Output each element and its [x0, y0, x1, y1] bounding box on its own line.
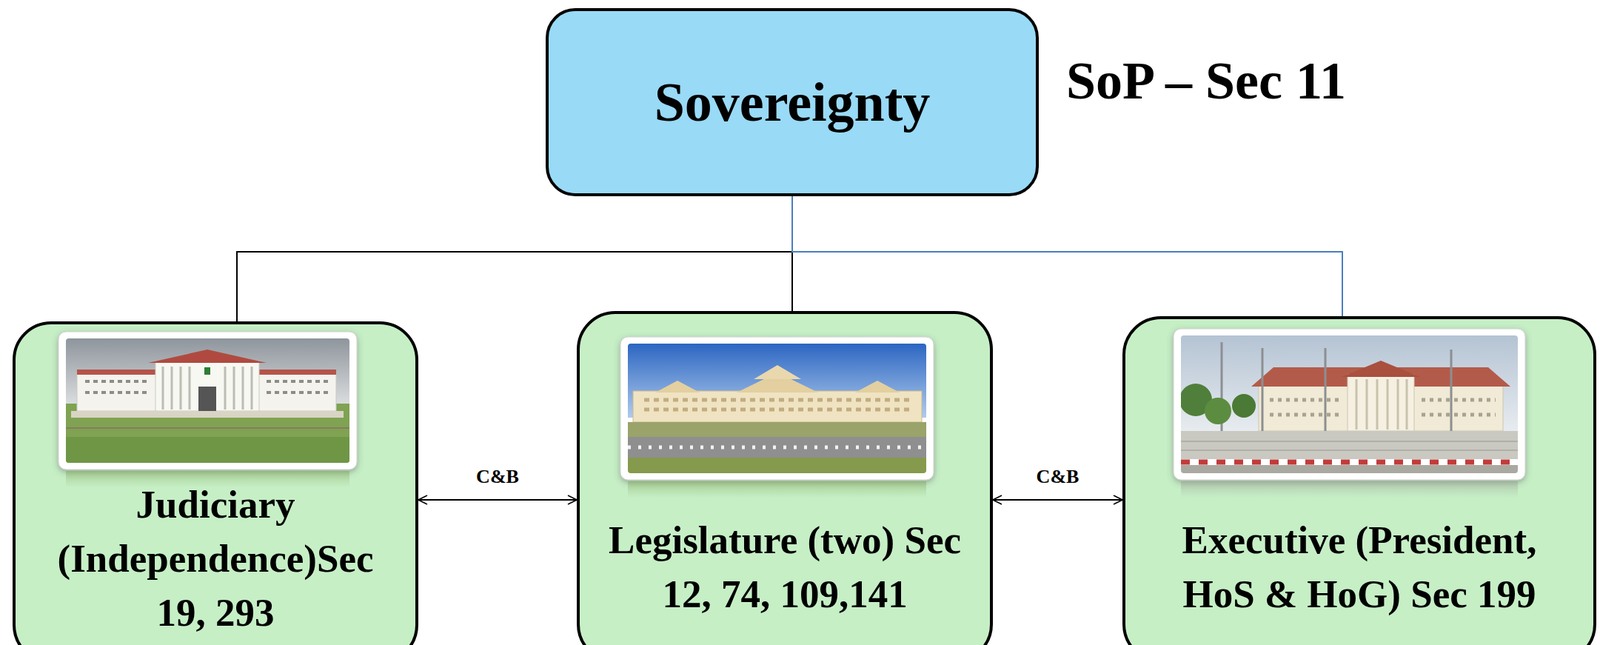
tree-connector — [792, 196, 1343, 317]
sovereignty-box: Sovereignty — [545, 8, 1039, 197]
node-text: Sovereignty — [654, 69, 931, 136]
judiciary-box: Judiciary (Independence)Sec 19, 293 — [12, 321, 419, 645]
edge-label: C&B — [1034, 464, 1082, 488]
executive-box: Executive (President, HoS & HoG) Sec 199 — [1122, 316, 1597, 645]
legislature-box: Legislature (two) Sec 12, 74, 109,141 — [576, 310, 993, 645]
check-balance-arrow — [418, 499, 577, 501]
node-text: Legislature (two) Sec 12, 74, 109,141 — [590, 513, 979, 622]
tree-connector — [236, 196, 793, 322]
node-text: Judiciary (Independence)Sec 19, 293 — [41, 477, 390, 640]
section-reference: SoP – Sec 11 — [1066, 48, 1347, 113]
check-balance-arrow — [992, 499, 1123, 501]
node-text: Executive (President, HoS & HoG) Sec 199 — [1159, 513, 1560, 622]
edge-label: C&B — [473, 464, 522, 488]
